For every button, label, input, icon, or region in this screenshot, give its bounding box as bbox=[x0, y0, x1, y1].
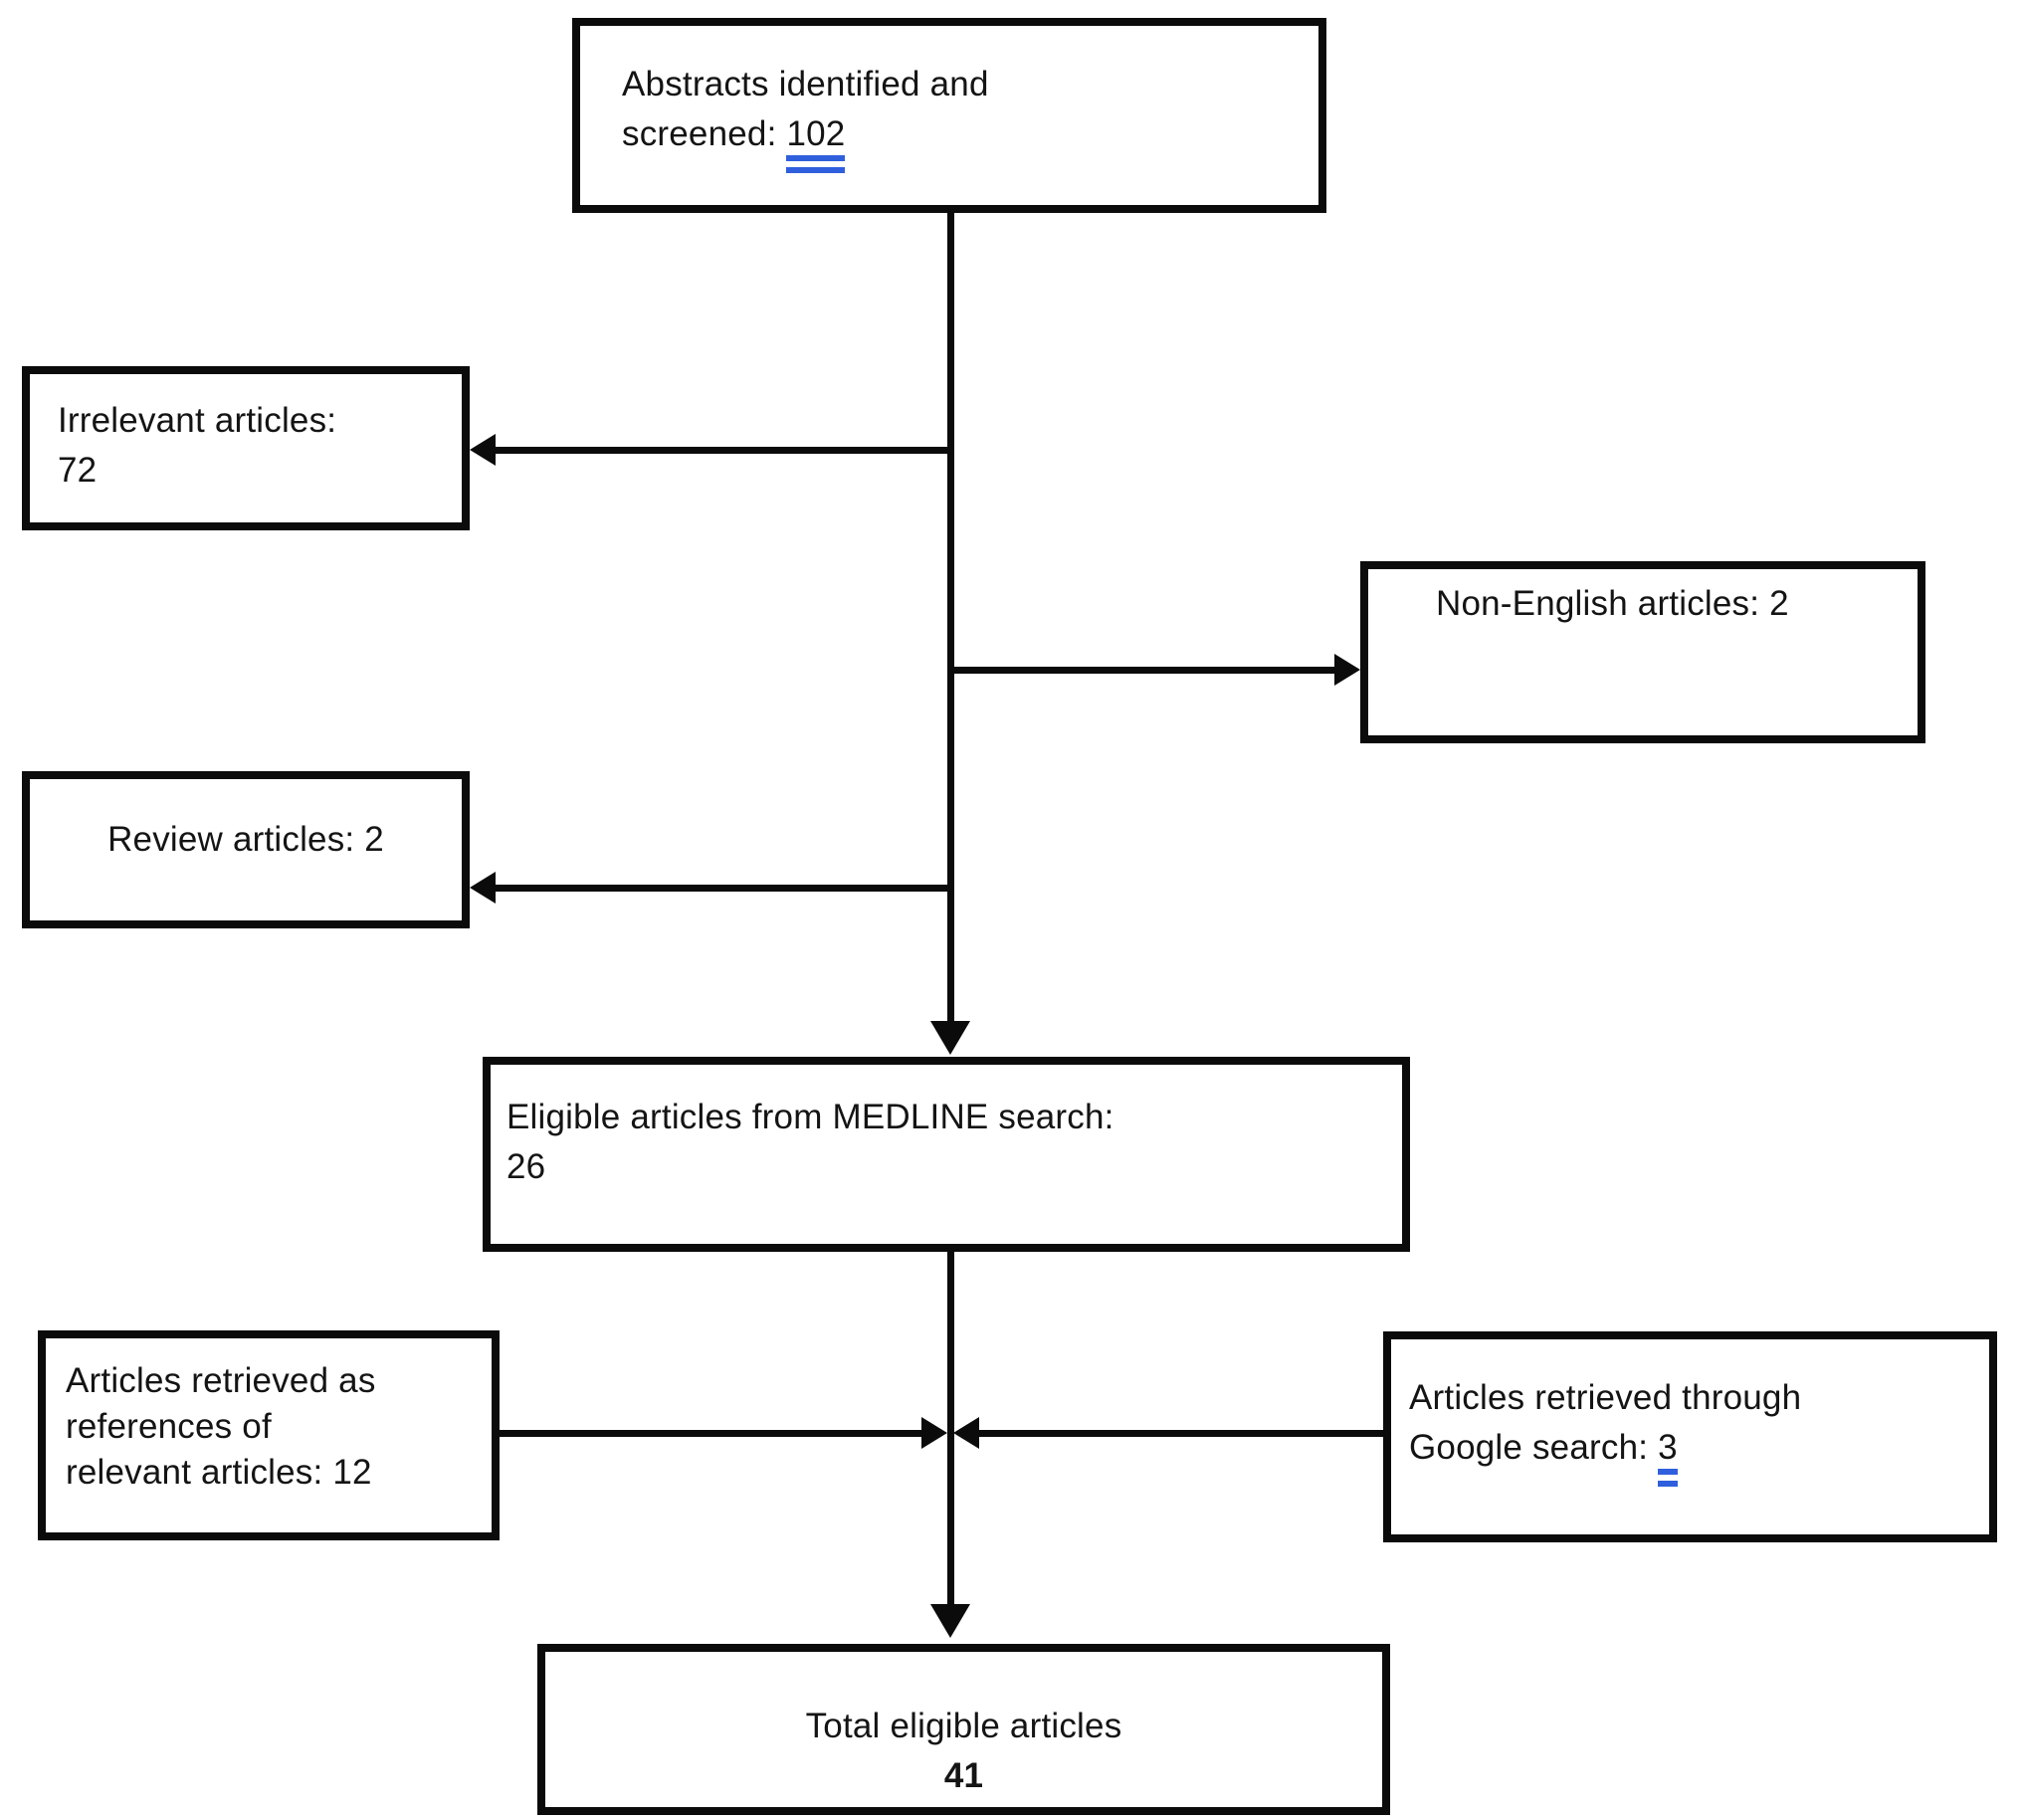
connector-vertical-top bbox=[947, 213, 954, 1023]
arrowhead-to-non-english-icon bbox=[1334, 654, 1360, 686]
box-references-retrieved: Articles retrieved as references of rele… bbox=[38, 1330, 500, 1540]
box-eligible-medline: Eligible articles from MEDLINE search: 2… bbox=[483, 1057, 1410, 1252]
google-line2: Google search: 3 bbox=[1409, 1423, 1981, 1487]
arrowhead-google-to-center-icon bbox=[953, 1417, 979, 1449]
references-line3: relevant articles: 12 bbox=[66, 1453, 372, 1492]
non-english-text: Non-English articles: 2 bbox=[1436, 584, 1789, 623]
box-non-english-articles: Non-English articles: 2 bbox=[1360, 561, 1925, 743]
box-total-eligible: Total eligible articles 41 bbox=[537, 1644, 1390, 1815]
irrelevant-line1: Irrelevant articles: bbox=[58, 401, 337, 440]
google-count: 3 bbox=[1658, 1423, 1678, 1487]
abstracts-line2-label: screened: bbox=[622, 114, 787, 153]
medline-count: 26 bbox=[506, 1147, 546, 1186]
references-line1: Articles retrieved as bbox=[66, 1361, 376, 1400]
box-irrelevant-articles: Irrelevant articles: 72 bbox=[22, 366, 470, 530]
blue-double-underline-icon bbox=[786, 155, 846, 173]
blue-double-underline-icon bbox=[1658, 1469, 1678, 1487]
arrowhead-to-irrelevant-icon bbox=[470, 434, 496, 466]
irrelevant-count: 72 bbox=[58, 451, 98, 490]
connector-from-google bbox=[979, 1430, 1383, 1437]
references-line2: references of bbox=[66, 1407, 272, 1446]
abstracts-line2: screened: 102 bbox=[622, 109, 1305, 173]
box-review-articles: Review articles: 2 bbox=[22, 771, 470, 928]
connector-to-review bbox=[494, 885, 951, 892]
connector-to-non-english bbox=[947, 667, 1339, 674]
arrowhead-to-medline-icon bbox=[930, 1021, 970, 1055]
total-count: 41 bbox=[943, 1756, 984, 1795]
box-abstracts-screened: Abstracts identified and screened: 102 bbox=[572, 18, 1326, 213]
total-line1: Total eligible articles bbox=[805, 1707, 1122, 1745]
medline-line1: Eligible articles from MEDLINE search: bbox=[506, 1098, 1114, 1136]
arrowhead-to-total-icon bbox=[930, 1604, 970, 1638]
abstracts-count: 102 bbox=[786, 109, 846, 173]
box-google-search: Articles retrieved through Google search… bbox=[1383, 1331, 1997, 1542]
google-line1: Articles retrieved through bbox=[1409, 1378, 1802, 1417]
abstracts-line1: Abstracts identified and bbox=[622, 65, 989, 103]
arrowhead-references-to-center-icon bbox=[921, 1417, 947, 1449]
google-line2-label: Google search: bbox=[1409, 1428, 1659, 1467]
review-text: Review articles: 2 bbox=[107, 820, 384, 859]
arrowhead-to-review-icon bbox=[470, 872, 496, 904]
connector-to-irrelevant bbox=[494, 447, 951, 454]
connector-from-references bbox=[500, 1430, 923, 1437]
connector-vertical-bottom bbox=[947, 1252, 954, 1604]
